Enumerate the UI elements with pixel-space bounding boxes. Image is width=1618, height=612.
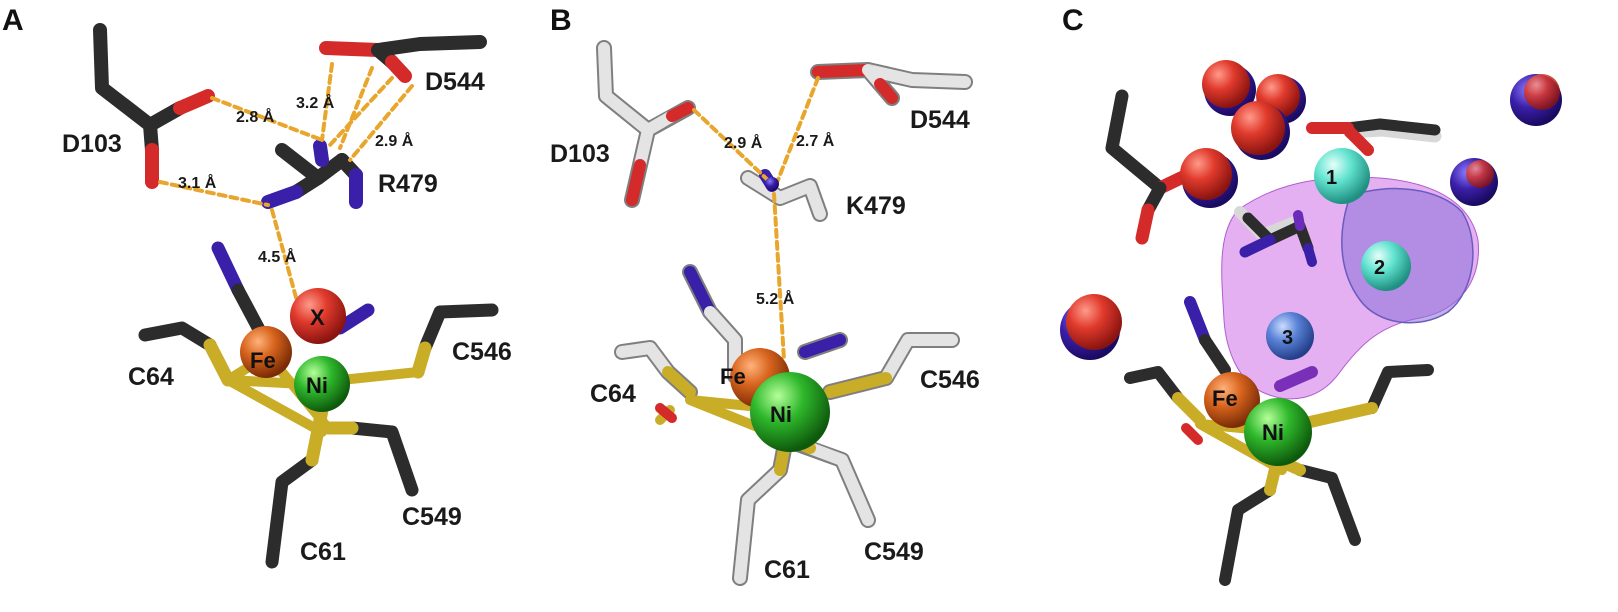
cavity-surface [1221, 176, 1479, 400]
panel-b-labels: D103 D544 K479 C64 C546 C549 C61 2.9 Å 2… [550, 106, 980, 584]
panel-b-sticks [596, 40, 973, 586]
water-sphere [1510, 74, 1562, 126]
label-c549: C549 [402, 503, 462, 531]
label-c64-b: C64 [590, 380, 636, 408]
distance-5: 4.5 Å [258, 247, 297, 266]
label-c549-b: C549 [864, 538, 924, 566]
label-d103-b: D103 [550, 140, 610, 168]
label-water-3: 3 [1282, 327, 1293, 349]
distance-3: 2.9 Å [375, 131, 414, 150]
panel-a: A [2, 4, 512, 569]
panel-b-hbonds [692, 76, 820, 362]
label-fe-c: Fe [1212, 386, 1238, 411]
panel-a-letter: A [2, 4, 24, 37]
label-k479: K479 [846, 192, 906, 220]
label-d103: D103 [62, 130, 122, 158]
panel-b: B [550, 4, 980, 586]
panel-c-sticks [1105, 89, 1442, 586]
distance-1: 2.8 Å [236, 107, 275, 126]
water-1-sphere [1314, 148, 1370, 204]
label-c64: C64 [128, 363, 174, 391]
distance-4: 3.1 Å [178, 173, 217, 192]
water-sphere [1060, 294, 1122, 360]
label-c61-b: C61 [764, 556, 810, 584]
distance-b2: 2.7 Å [796, 131, 835, 150]
label-ni-b: Ni [770, 402, 792, 427]
label-ni-c: Ni [1262, 420, 1284, 445]
distance-b3: 5.2 Å [756, 289, 795, 308]
label-d544-b: D544 [910, 106, 970, 134]
lysine-nitrogen [765, 177, 779, 191]
label-water-1: 1 [1326, 167, 1337, 189]
water-sphere [1450, 158, 1498, 206]
label-d544: D544 [425, 68, 485, 96]
label-c546: C546 [452, 338, 512, 366]
water-sphere [1202, 60, 1256, 116]
label-c546-b: C546 [920, 366, 980, 394]
label-r479: R479 [378, 170, 438, 198]
water-2-sphere [1361, 241, 1411, 291]
iron-atom-c [1204, 372, 1260, 428]
water-sphere [1231, 101, 1290, 160]
label-ni: Ni [306, 373, 328, 398]
panel-c: C [1060, 4, 1562, 586]
panel-a-atoms [240, 288, 350, 412]
panel-b-atoms [730, 177, 830, 452]
panel-c-letter: C [1062, 4, 1084, 37]
panel-c-atoms [1060, 60, 1562, 466]
label-fe: Fe [250, 348, 276, 373]
nickel-atom [294, 356, 350, 412]
label-water-2: 2 [1374, 257, 1385, 279]
panel-a-hbonds [158, 62, 414, 314]
panel-a-labels: D103 D544 R479 C64 C546 C549 C61 2.8 Å 3… [62, 68, 512, 566]
label-fe-b: Fe [720, 364, 746, 389]
distance-b1: 2.9 Å [724, 133, 763, 152]
iron-atom [240, 326, 292, 378]
label-x: X [310, 305, 325, 330]
distance-2: 3.2 Å [296, 93, 335, 112]
panel-c-labels: 1 2 3 Fe Ni [1212, 167, 1385, 445]
water-3-sphere [1266, 312, 1314, 360]
nickel-atom-b [750, 372, 830, 452]
water-sphere [1180, 148, 1238, 208]
panel-b-letter: B [550, 4, 572, 37]
label-c61: C61 [300, 538, 346, 566]
bridging-ligand-x [290, 288, 346, 344]
nickel-atom-c [1244, 398, 1312, 466]
